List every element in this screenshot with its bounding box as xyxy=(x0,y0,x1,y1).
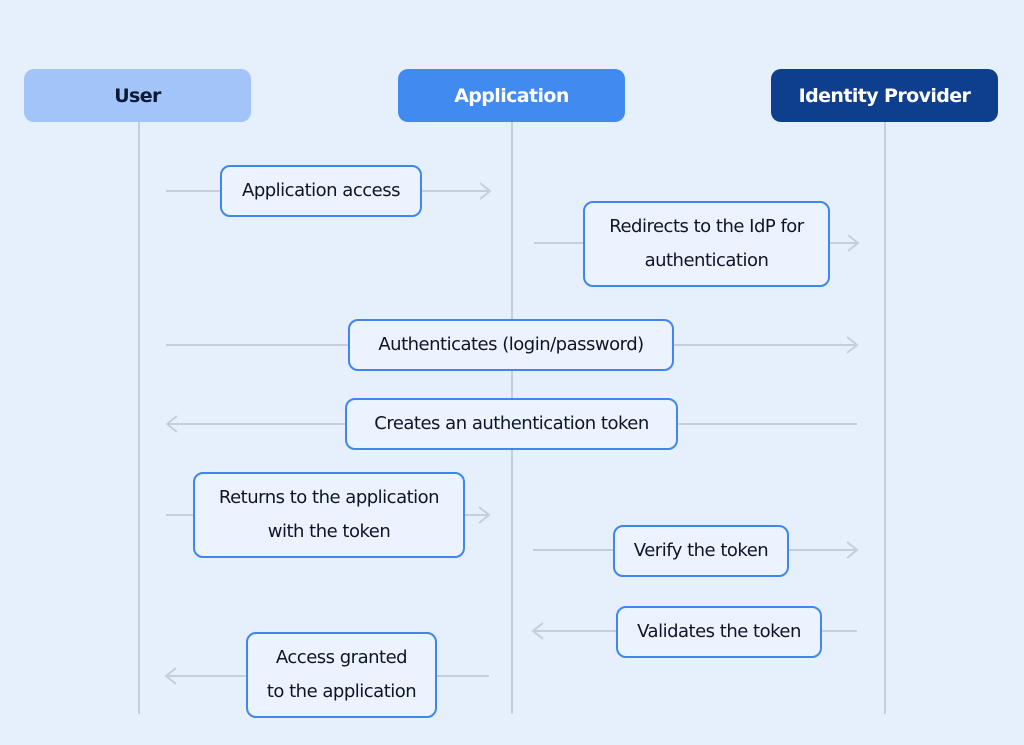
message-access-granted: Access granted to the application xyxy=(246,632,437,718)
message-authenticates: Authenticates (login/password) xyxy=(348,319,674,371)
message-returns-with-token: Returns to the application with the toke… xyxy=(193,472,465,558)
actor-application: Application xyxy=(398,69,625,122)
actor-identity-provider: Identity Provider xyxy=(771,69,998,122)
actor-user: User xyxy=(24,69,251,122)
message-validates-token: Validates the token xyxy=(616,606,822,658)
message-verify-token: Verify the token xyxy=(613,525,789,577)
message-creates-token: Creates an authentication token xyxy=(345,398,678,450)
message-application-access: Application access xyxy=(220,165,422,217)
message-redirect-to-idp: Redirects to the IdP for authentication xyxy=(583,201,830,287)
